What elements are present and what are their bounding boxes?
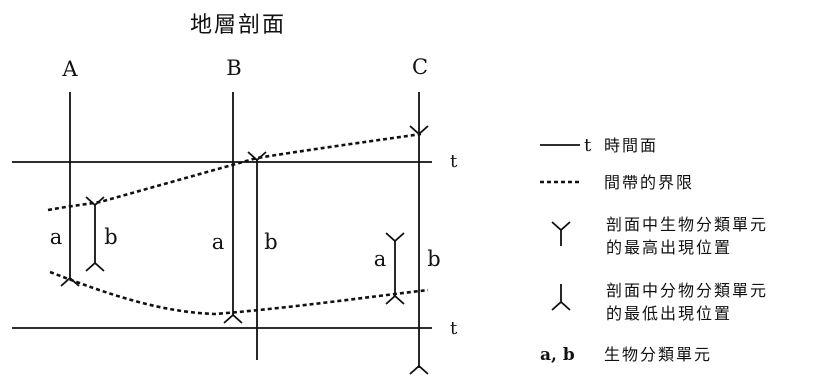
legend-taxa-text: 生物分類單元 (604, 345, 712, 364)
legend-lowest-occurrence-line1: 剖面中分物分類單元 (606, 281, 768, 300)
highest-occurrence-marker-c-b (409, 125, 429, 136)
lowest-occurrence-marker-a-b (85, 261, 105, 272)
section-c-range-b-label: b (427, 247, 440, 271)
legend-highest-occurrence-line1: 剖面中生物分類單元 (606, 215, 768, 234)
upper-zone-boundary (47, 132, 422, 212)
diagram-title: 地層剖面 (190, 13, 286, 38)
section-b-range-b-label: b (264, 230, 277, 254)
legend-lowest-occurrence-symbol (551, 284, 571, 311)
section-label-c: C (412, 55, 428, 79)
lowest-occurrence-marker-c-a (385, 294, 405, 305)
highest-occurrence-marker-a-b (85, 196, 105, 207)
legend-taxa-symbols: a, b (540, 345, 575, 365)
section-label-a: A (61, 57, 78, 81)
highest-occurrence-marker-b-b (247, 151, 267, 162)
section-b-range-a-label: a (212, 230, 225, 254)
legend-highest-occurrence-line2: 的最高出現位置 (606, 238, 732, 257)
section-label-b: B (226, 56, 241, 80)
legend-zone-boundary-text: 間帶的界限 (604, 173, 694, 192)
lower-zone-boundary (49, 270, 429, 316)
lowest-occurrence-marker-c-b (409, 364, 429, 375)
highest-occurrence-marker-c-a (385, 232, 405, 243)
legend-time-plane-symbol-label: t (584, 135, 592, 156)
legend-time-plane-text: 時間面 (604, 136, 658, 155)
legend: t 時間面 間帶的界限 剖面中生物分類單元 的最高出現位置 剖面中分物分類單元 … (540, 135, 768, 365)
section-a-range-a-label: a (50, 225, 63, 249)
section-a-range-b-label: b (104, 225, 117, 249)
legend-lowest-occurrence-line2: 的最低出現位置 (606, 304, 732, 323)
lower-time-plane-label: t (450, 318, 458, 339)
lowest-occurrence-marker-a-a (60, 276, 80, 287)
lowest-occurrence-marker-b-a (223, 313, 243, 324)
upper-time-plane-label: t (450, 151, 458, 172)
legend-highest-occurrence-symbol (551, 221, 571, 246)
section-c-range-a-label: a (374, 247, 387, 271)
